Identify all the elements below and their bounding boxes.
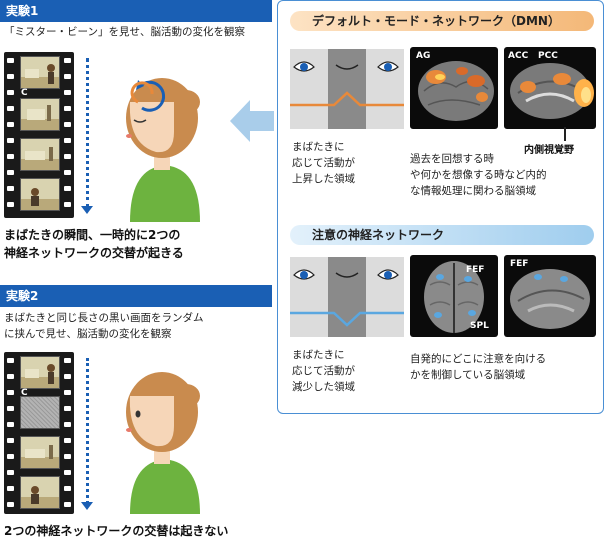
dmn-eye-caption: まばたきに 応じて活動が 上昇した領域 xyxy=(292,139,355,187)
film-frame xyxy=(20,476,60,509)
attention-eye-caption-line1: まばたきに xyxy=(292,349,345,361)
time-arrow-head-2 xyxy=(81,502,93,510)
tag-visual-cortex: 内側視覚野 xyxy=(524,145,574,156)
experiment1-header: 実験1 xyxy=(0,0,272,22)
dmn-eye-caption-line3: 上昇した領域 xyxy=(292,173,355,185)
dmn-brain-caption-line3: な情報処理に関わる脳領域 xyxy=(410,185,536,197)
film-frame-label: C xyxy=(21,88,28,98)
network-panel: デフォルト・モード・ネットワーク（DMN） まばたきに 応じて活動が 上昇した領… xyxy=(277,0,604,414)
experiment1-description: 「ミスター・ビーン」を見せ、脳活動の変化を観察 xyxy=(4,26,245,38)
attention-eye-diagram xyxy=(290,257,404,337)
attention-eye-caption: まばたきに 応じて活動が 減少した領域 xyxy=(292,347,355,395)
dmn-brain-lateral: AG xyxy=(410,47,498,129)
experiment1-result-line2: 神経ネットワークの交替が起きる xyxy=(4,246,184,260)
dmn-title-text: デフォルト・モード・ネットワーク（DMN） xyxy=(312,14,560,28)
tag-pcc: PCC xyxy=(538,51,558,61)
dmn-eye-caption-line2: 応じて活動が xyxy=(292,157,355,169)
tag-acc: ACC xyxy=(508,51,529,61)
film-frame xyxy=(20,56,60,89)
experiment1-label: 実験1 xyxy=(6,4,39,18)
time-arrow-2 xyxy=(86,358,89,504)
film-strip-2: C xyxy=(4,352,74,514)
tag-spl: SPL xyxy=(470,321,489,331)
dmn-eye-caption-line1: まばたきに xyxy=(292,141,345,153)
film-frame xyxy=(20,356,60,389)
experiment1-result-line1: まばたきの瞬間、一時的に2つの xyxy=(4,228,181,242)
person-watching xyxy=(126,372,200,514)
experiment2-label: 実験2 xyxy=(6,289,39,303)
dmn-eye-diagram xyxy=(290,49,404,129)
attention-eye-caption-line3: 減少した領域 xyxy=(292,381,355,393)
visual-cortex-pointer xyxy=(564,127,566,141)
film-frame xyxy=(20,138,60,171)
time-arrow-1 xyxy=(86,58,89,208)
time-arrow-head-1 xyxy=(81,206,93,214)
experiment2-description-line2: に挟んで見せ、脳活動の変化を観察 xyxy=(4,328,172,340)
attention-brain-caption-line2: かを制御している脳領域 xyxy=(410,369,526,381)
tag-ag: AG xyxy=(416,51,431,61)
attention-title-text: 注意の神経ネットワーク xyxy=(312,228,445,242)
experiment2-description-line1: まばたきと同じ長さの黒い画面をランダム xyxy=(4,312,204,324)
experiment2-description: まばたきと同じ長さの黒い画面をランダム に挟んで見せ、脳活動の変化を観察 xyxy=(4,310,272,342)
film-frame-label: C xyxy=(21,388,28,398)
attention-brain-side: FEF xyxy=(504,255,596,337)
dmn-brain-caption-line1: 過去を回想する時 xyxy=(410,153,494,165)
left-arrow-icon xyxy=(230,100,274,142)
experiment1-result: まばたきの瞬間、一時的に2つの 神経ネットワークの交替が起きる xyxy=(4,226,274,262)
attention-brain-top: FEF SPL xyxy=(410,255,498,337)
film-frame xyxy=(20,436,60,469)
tag-fef-top: FEF xyxy=(466,265,485,275)
experiment2-result: 2つの神経ネットワークの交替は起きない xyxy=(4,524,229,538)
tag-fef-side: FEF xyxy=(510,259,529,269)
attention-eye-caption-line2: 応じて活動が xyxy=(292,365,355,377)
film-strip-1: C xyxy=(4,52,74,218)
attention-title: 注意の神経ネットワーク xyxy=(290,225,594,245)
dmn-brain-caption: 過去を回想する時 や何かを想像する時など内的 な情報処理に関わる脳領域 xyxy=(410,151,547,199)
film-frame-blank xyxy=(20,396,60,429)
dmn-brain-caption-line2: や何かを想像する時など内的 xyxy=(410,169,547,181)
attention-brain-caption: 自発的にどこに注意を向ける かを制御している脳領域 xyxy=(410,351,546,383)
film-frame xyxy=(20,178,60,211)
dmn-brain-medial: ACC PCC xyxy=(504,47,596,129)
film-frame xyxy=(20,98,60,131)
person-blinking xyxy=(126,78,200,222)
attention-brain-caption-line1: 自発的にどこに注意を向ける xyxy=(410,353,547,365)
experiment2-header: 実験2 xyxy=(0,285,272,307)
dmn-title: デフォルト・モード・ネットワーク（DMN） xyxy=(290,11,594,31)
